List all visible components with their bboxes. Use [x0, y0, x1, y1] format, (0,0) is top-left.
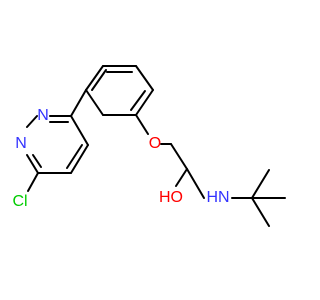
- bond: [85, 65, 104, 91]
- bond: [91, 69, 107, 91]
- hydroxyl-label: HO: [159, 189, 183, 206]
- bond: [251, 169, 270, 199]
- bond: [32, 154, 42, 168]
- bond: [70, 144, 89, 174]
- bond: [27, 172, 39, 192]
- bond: [170, 143, 188, 170]
- nitrogen-label: N: [37, 107, 49, 124]
- ether-oxygen-label: O: [149, 135, 161, 152]
- bond: [135, 65, 154, 91]
- bond: [135, 114, 149, 135]
- bond: [186, 168, 205, 199]
- chlorine-label: Cl: [12, 193, 27, 210]
- bond-lines: [26, 65, 286, 227]
- bond: [130, 90, 146, 111]
- bond: [26, 115, 38, 128]
- bond: [70, 89, 87, 117]
- amine-label: HN: [206, 189, 229, 206]
- bond: [175, 168, 188, 187]
- molecule-structure: Cl N N O HO HN: [12, 65, 286, 227]
- atom-labels: Cl N N O HO HN: [12, 107, 229, 210]
- bond: [26, 154, 39, 174]
- nitrogen-label: N: [15, 135, 27, 152]
- bond: [251, 197, 270, 227]
- bond: [70, 115, 89, 146]
- bond: [66, 144, 83, 169]
- bond: [85, 89, 104, 116]
- bond: [135, 89, 154, 116]
